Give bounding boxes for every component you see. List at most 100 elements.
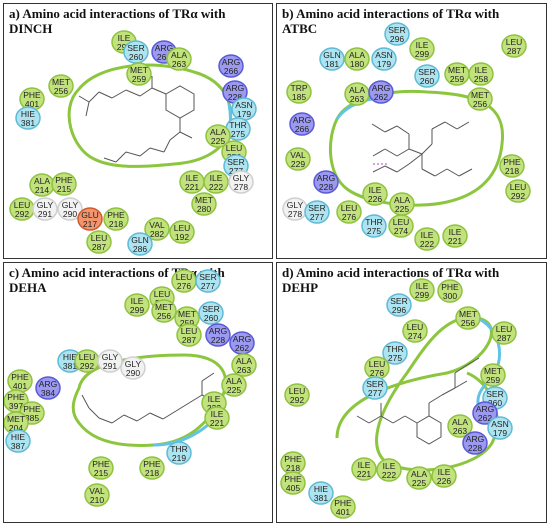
- residue-marker: [126, 62, 152, 86]
- residue-number: 221: [210, 418, 224, 428]
- residue-number: 262: [374, 92, 388, 102]
- residue-number: 225: [395, 204, 409, 214]
- residue-number: 282: [150, 229, 164, 239]
- panel-title-line1: c) Amino acid interactions of TRα with: [9, 265, 225, 280]
- residue-name: ILE: [211, 409, 224, 419]
- residue-number: 277: [368, 388, 382, 398]
- residue-nodes: LEU276SER277LEU274ILE299MET256MET259SER2…: [4, 269, 257, 507]
- residue-marker: [191, 192, 217, 216]
- residue-marker: [487, 416, 513, 440]
- residue-name: LEU: [407, 322, 424, 332]
- residue-name: ILE: [210, 173, 223, 183]
- pocket-outline: [67, 63, 233, 168]
- residue-number: 259: [486, 375, 500, 385]
- residue-name: GLY: [102, 352, 119, 362]
- residue-number: 259: [450, 74, 464, 84]
- residue-number: 179: [237, 109, 251, 119]
- residue-number: 228: [211, 335, 225, 345]
- residue-number: 292: [511, 191, 525, 201]
- residue-number: 192: [175, 232, 189, 242]
- residue-marker: [344, 47, 370, 71]
- residue-number: 256: [461, 318, 475, 328]
- ligand-structure: [371, 121, 473, 177]
- residue-number: 292: [80, 361, 94, 371]
- residue-marker: [472, 401, 498, 425]
- residue-marker: [467, 87, 493, 111]
- residue-name: ARG: [372, 83, 390, 93]
- residue-marker: [48, 74, 74, 98]
- residue-marker: [319, 47, 345, 71]
- residue-number: 222: [382, 470, 396, 480]
- residue-name: PHE: [284, 454, 302, 464]
- residue-marker: [402, 319, 428, 343]
- residue-name: SER: [199, 272, 216, 282]
- residue-marker: [5, 429, 31, 453]
- residue-number: 221: [448, 236, 462, 246]
- residue-marker: [88, 456, 114, 480]
- residue-marker: [77, 207, 103, 231]
- residue-name: ILE: [475, 65, 488, 75]
- residue-number: 215: [94, 468, 108, 478]
- residue-number: 401: [336, 507, 350, 517]
- residue-name: MET: [130, 65, 148, 75]
- residue-name: SER: [127, 43, 144, 53]
- residue-number: 278: [234, 182, 248, 192]
- residue-name: SER: [227, 157, 244, 167]
- residue-name: MET: [155, 302, 173, 312]
- residue-marker: [409, 37, 435, 61]
- residue-marker: [280, 471, 306, 495]
- residue-marker: [35, 376, 61, 400]
- residue-name: ILE: [369, 185, 382, 195]
- residue-name: ILE: [383, 461, 396, 471]
- residue-name: ALA: [394, 195, 410, 205]
- residue-name: ILE: [186, 173, 199, 183]
- residue-number: 263: [172, 59, 186, 69]
- residue-name: HIE: [11, 432, 26, 442]
- residue-number: 266: [295, 124, 309, 134]
- residue-name: ALA: [236, 356, 252, 366]
- residue-name: ALA: [349, 85, 365, 95]
- panel-d: d) Amino acid interactions of TRα with D…: [276, 262, 547, 523]
- residue-name: LEU: [393, 217, 410, 227]
- residue-name: PHE: [11, 372, 29, 382]
- residue-number: 262: [157, 52, 171, 62]
- residue-marker: [57, 197, 83, 221]
- residue-name: GLY: [37, 200, 54, 210]
- residue-name: LEU: [176, 272, 193, 282]
- residue-name: SER: [366, 379, 383, 389]
- residue-marker: [166, 47, 192, 71]
- residue-marker: [195, 269, 221, 293]
- residue-name: ASN: [375, 50, 392, 60]
- residue-name: ARG: [317, 173, 335, 183]
- residue-name: HIE: [63, 352, 78, 362]
- residue-name: SER: [486, 389, 503, 399]
- residue-marker: [204, 406, 230, 430]
- residue-name: ARG: [226, 83, 244, 93]
- residue-name: THR: [170, 444, 187, 454]
